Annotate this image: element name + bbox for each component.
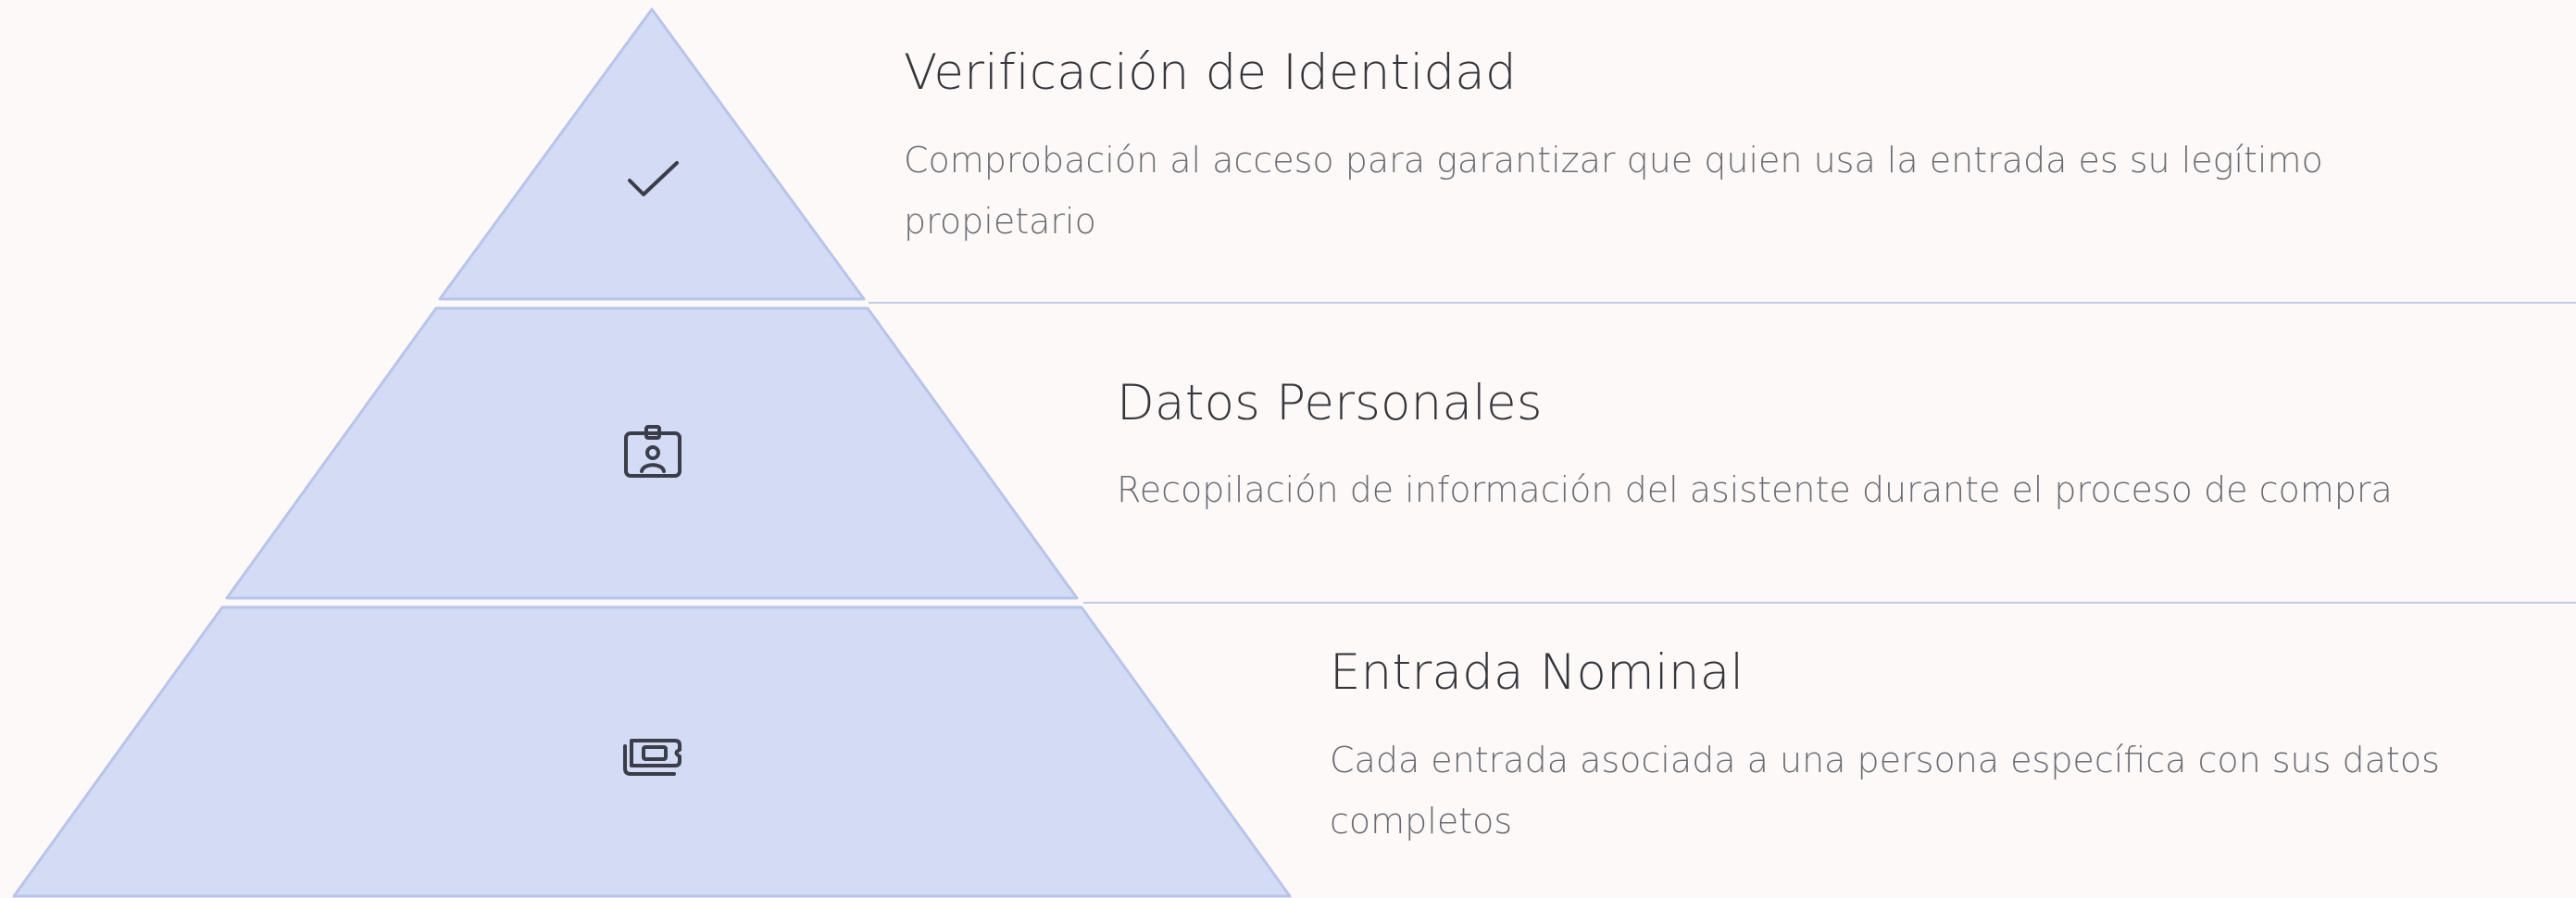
pyramid-tier-top — [438, 7, 866, 301]
pyramid-tier-middle — [225, 306, 1079, 600]
level-bottom-title: Entrada Nominal — [1330, 644, 1744, 701]
pyramid-tier-top-shape — [438, 7, 866, 301]
level-top-description: Comprobación al acceso para garantizar q… — [904, 140, 2323, 242]
level-top-text: Verificación de Identidad Comprobación a… — [904, 44, 2496, 252]
pyramid-tier-bottom-shape — [12, 605, 1292, 898]
level-middle-text: Datos Personales Recopilación de informa… — [1117, 375, 2561, 520]
level-top-title: Verificación de Identidad — [904, 44, 1517, 101]
level-middle-title: Datos Personales — [1117, 375, 1543, 431]
ticket-icon — [623, 739, 682, 776]
level-bottom-text: Entrada Nominal Cada entrada asociada a … — [1330, 644, 2552, 852]
level-bottom-description: Cada entrada asociada a una persona espe… — [1330, 740, 2440, 842]
id-badge-icon — [624, 425, 682, 478]
separator-middle — [1083, 602, 2576, 604]
pyramid-graphic — [12, 7, 1292, 898]
pyramid-tier-bottom — [12, 605, 1292, 898]
check-icon — [628, 161, 679, 196]
level-middle-description: Recopilación de información del asistent… — [1117, 469, 2393, 510]
pyramid-tier-middle-shape — [225, 306, 1079, 600]
separator-top — [869, 302, 2576, 304]
